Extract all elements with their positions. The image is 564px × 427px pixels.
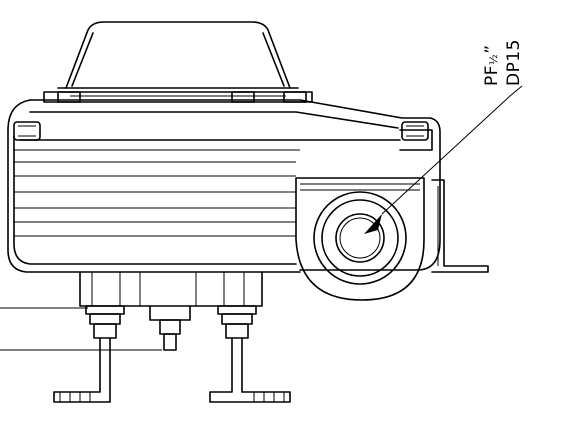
depth-spec-label: DP15 [504,39,524,86]
thread-spec-label: PF½” [482,44,502,86]
conduit-boss [295,177,425,301]
housing-body [7,99,441,273]
top-cover [43,21,313,103]
port-callout-leader [364,85,523,234]
thread-fraction: ½ [487,53,500,65]
bottom-fittings [53,271,291,403]
leader-lines [0,307,162,351]
side-bracket [431,179,489,273]
